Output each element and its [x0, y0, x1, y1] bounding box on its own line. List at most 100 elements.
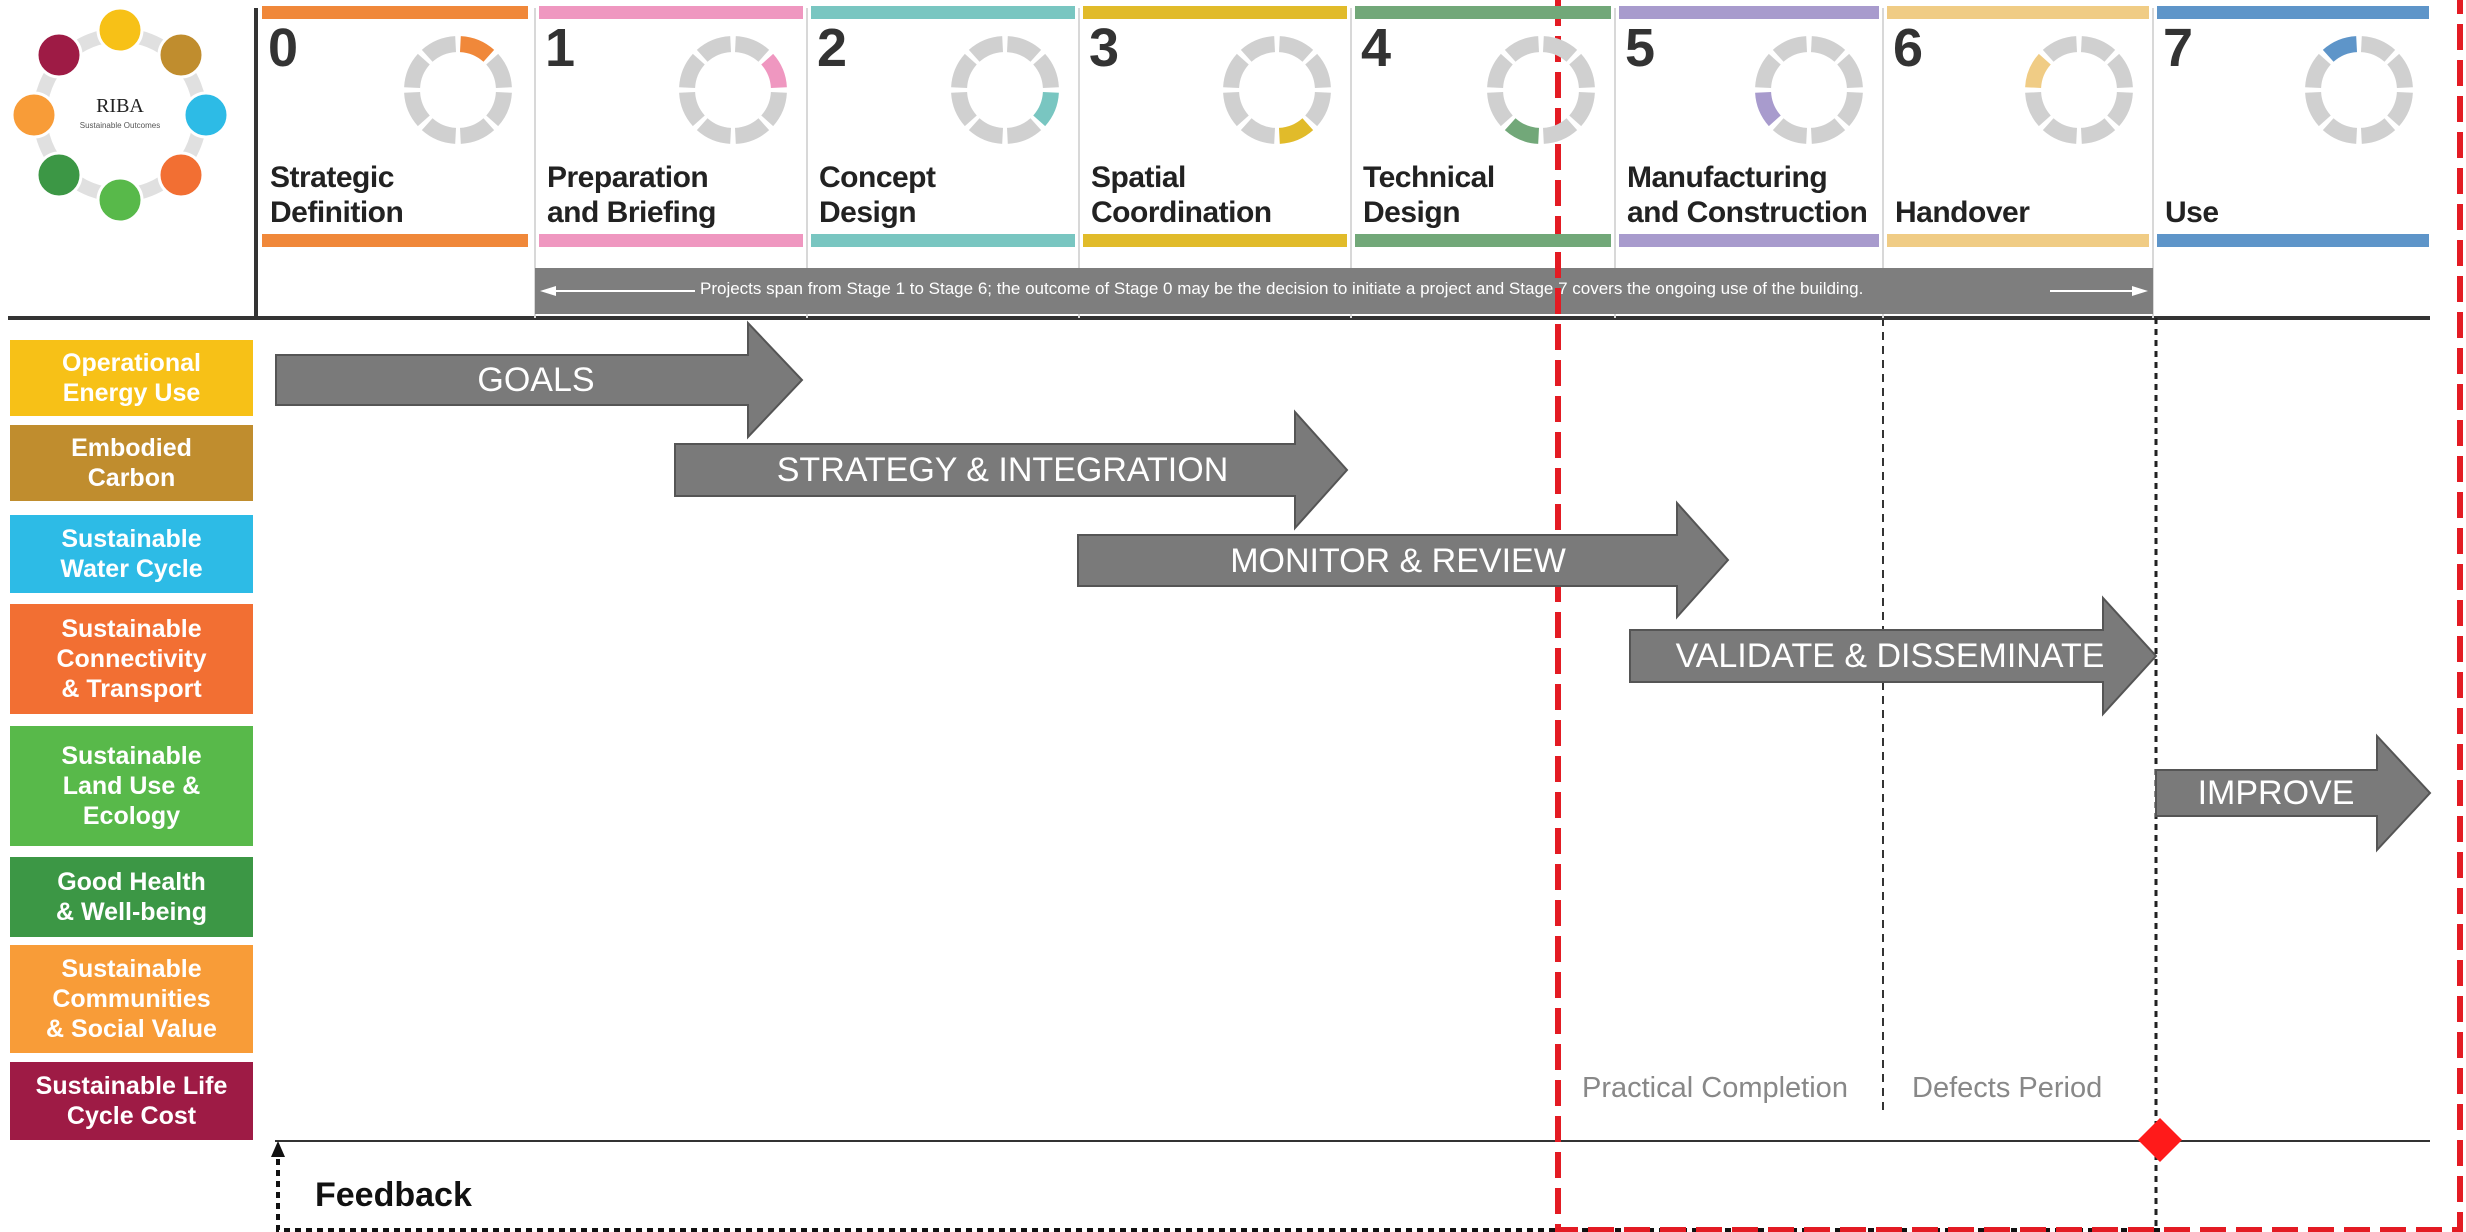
ring-segment [1772, 117, 1808, 144]
ring-segment [2080, 117, 2116, 144]
ring-segment [1755, 53, 1782, 89]
ring-segment [1006, 36, 1042, 63]
ring-segment [2360, 117, 2396, 144]
stage-ring-icon [1755, 36, 1863, 144]
ring-segment [459, 117, 495, 144]
strategy-arrow [674, 409, 1349, 531]
ring-segment [2305, 53, 2332, 89]
stage-color-bar [1083, 6, 1347, 19]
stage-title: Handover [1895, 196, 2030, 229]
stage-color-bar [539, 6, 803, 19]
ring-segment [734, 36, 770, 63]
stage-6: 6 Handover [1883, 0, 2153, 310]
ring-segment [404, 53, 431, 89]
goals-arrow [275, 320, 804, 440]
ring-segment [1568, 53, 1595, 89]
stage-ring-icon [1223, 36, 1331, 144]
phase-improve-label: IMPROVE [2197, 774, 2355, 812]
ring-segment [968, 117, 1004, 144]
ring-segment [1304, 91, 1331, 127]
stage-color-bar [262, 234, 528, 247]
improve-arrow [2155, 733, 2432, 853]
stage-color-bar [1355, 234, 1611, 247]
stage-ring-icon [951, 36, 1059, 144]
stage-number: 4 [1361, 18, 1392, 78]
ring-segment [1240, 36, 1276, 63]
ring-segment [1487, 91, 1514, 127]
ring-segment [2025, 91, 2052, 127]
practical-completion-label: Practical Completion [1582, 1072, 1848, 1104]
ring-segment [1006, 117, 1042, 144]
stage-color-bar [1887, 234, 2149, 247]
ring-segment [2322, 117, 2358, 144]
ring-segment [485, 91, 512, 127]
ring-segment [2106, 91, 2133, 127]
ring-segment [1542, 117, 1578, 144]
stage-color-bar [1619, 234, 1879, 247]
stage-ring-icon [679, 36, 787, 144]
ring-active-segment [2025, 53, 2052, 89]
stage-ring-icon [2025, 36, 2133, 144]
ring-segment [2080, 36, 2116, 63]
ring-segment [404, 91, 431, 127]
ring-segment [1836, 53, 1863, 89]
ring-segment [968, 36, 1004, 63]
stage-number: 5 [1625, 18, 1656, 78]
stage-color-bar [2157, 6, 2429, 19]
ring-segment [1278, 36, 1314, 63]
ring-active-segment [1755, 91, 1782, 127]
ring-segment [1032, 53, 1059, 89]
ring-segment [1223, 53, 1250, 89]
phase-strategy-label: STRATEGY & INTEGRATION [776, 451, 1229, 489]
ring-segment [485, 53, 512, 89]
ring-segment [2042, 117, 2078, 144]
stage-color-bar [1619, 6, 1879, 19]
logo-name: RIBA [96, 95, 144, 117]
ring-segment [2386, 53, 2413, 89]
stage-title: Use [2165, 196, 2219, 229]
stage-color-bar [2157, 234, 2429, 247]
ring-segment [1810, 36, 1846, 63]
ring-active-segment [459, 36, 495, 63]
stage-number: 6 [1893, 18, 1924, 78]
ring-segment [696, 117, 732, 144]
phase-validate-label: VALIDATE & DISSEMINATE [1675, 637, 2105, 675]
ring-active-segment [1504, 117, 1540, 144]
stage-number: 3 [1089, 18, 1120, 78]
ring-segment [951, 91, 978, 127]
ring-active-segment [1032, 91, 1059, 127]
ring-active-segment [760, 53, 787, 89]
stage-color-bar [1083, 234, 1347, 247]
ring-segment [1223, 91, 1250, 127]
ring-active-segment [2322, 36, 2358, 63]
logo-subtitle: Sustainable Outcomes [80, 121, 161, 130]
ring-segment [2106, 53, 2133, 89]
ring-segment [1304, 53, 1331, 89]
ring-segment [1504, 36, 1540, 63]
stage-color-bar [262, 6, 528, 19]
stage-ring-icon [404, 36, 512, 144]
monitor-arrow [1077, 500, 1730, 620]
ring-segment [1240, 117, 1276, 144]
validate-arrow [1629, 595, 2158, 717]
ring-segment [2360, 36, 2396, 63]
ring-segment [1487, 53, 1514, 89]
ring-segment [1568, 91, 1595, 127]
